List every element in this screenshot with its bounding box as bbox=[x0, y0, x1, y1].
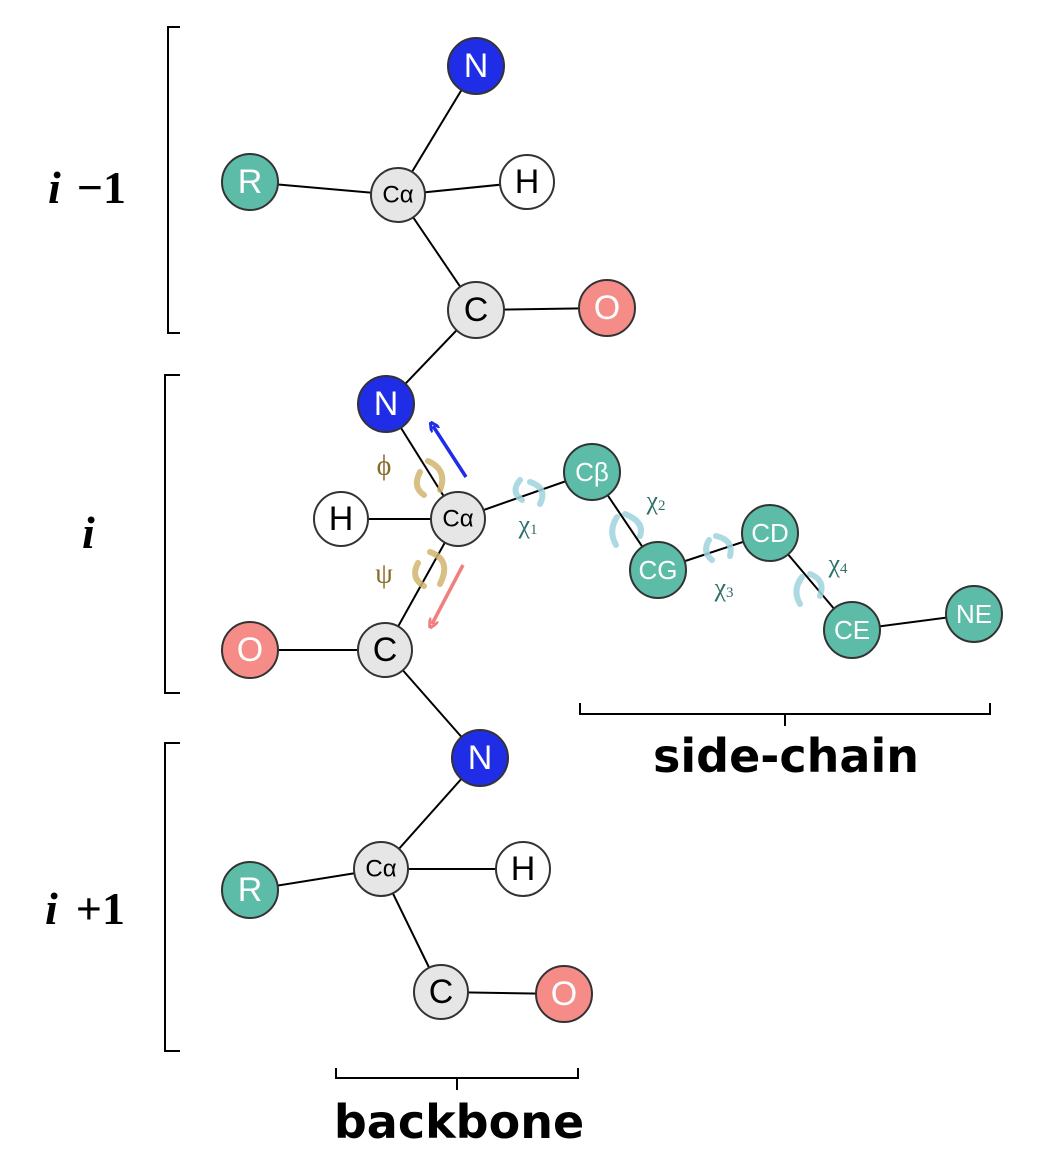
residue-label-next-i: i bbox=[45, 883, 58, 934]
psi-bond-arrow bbox=[432, 564, 465, 624]
atom-prev-R: R bbox=[221, 153, 279, 211]
chi1-rotation-arrow-tail bbox=[527, 479, 546, 507]
chi1-label: χ1 bbox=[517, 510, 537, 539]
residue-label-prev-i: i bbox=[48, 162, 61, 213]
atoms: N R Cα H C O N H bbox=[221, 37, 1003, 1023]
atom-prev-O: O bbox=[578, 279, 636, 337]
atom-next-O-label: O bbox=[551, 975, 577, 1013]
chi1-subscript: 1 bbox=[530, 522, 538, 538]
phi-label: ϕ bbox=[377, 451, 392, 482]
torsion-labels: ϕ ψ χ1 χ2 χ3 χ4 bbox=[375, 451, 848, 602]
chi2-rotation-arrow bbox=[609, 514, 620, 548]
psi-label: ψ bbox=[375, 559, 393, 590]
atom-next-R-label: R bbox=[238, 871, 263, 909]
atom-next-C: C bbox=[413, 964, 469, 1020]
atom-prev-N: N bbox=[447, 37, 505, 95]
sidechain-label: side-chain bbox=[653, 729, 919, 783]
psi-rotation-arrow-tail bbox=[412, 560, 427, 589]
chi2-rotation-arrow-tail bbox=[622, 511, 644, 539]
residue-bracket-curr bbox=[164, 374, 180, 694]
phi-rotation-arrow bbox=[425, 458, 446, 493]
chi3-label: χ3 bbox=[713, 573, 733, 602]
atom-curr-C-label: C bbox=[373, 631, 398, 669]
residue-label-next-offset: +1 bbox=[76, 883, 125, 934]
psi-rotation-arrow bbox=[427, 549, 448, 587]
atom-curr-H-label: H bbox=[329, 500, 354, 538]
residue-bracket-next bbox=[164, 742, 180, 1052]
atom-sc-CG-label: CG bbox=[639, 555, 678, 585]
atom-curr-C: C bbox=[357, 622, 413, 678]
residue-label-prev: i −1 bbox=[48, 162, 126, 213]
residue-label-curr: i bbox=[82, 507, 95, 558]
atom-sc-NE: NE bbox=[945, 585, 1003, 643]
chi3-rotation-arrow bbox=[703, 537, 715, 563]
residue-label-curr-i: i bbox=[82, 507, 95, 558]
phi-bond-arrow bbox=[433, 426, 468, 478]
atom-next-C-label: C bbox=[429, 973, 454, 1011]
residue-labels: i −1 i i +1 bbox=[45, 162, 126, 934]
atom-prev-N-label: N bbox=[464, 47, 489, 85]
atom-sc-CD: CD bbox=[741, 504, 799, 562]
phi-rotation-arrow-tail bbox=[413, 469, 427, 498]
chi4-rotation-arrow-tail bbox=[807, 571, 825, 599]
atom-curr-CA: Cα bbox=[430, 491, 486, 547]
atom-curr-O-label: O bbox=[237, 631, 263, 669]
atom-prev-O-label: O bbox=[594, 289, 620, 327]
chi4-subscript: 4 bbox=[840, 561, 848, 577]
chi1-rotation-arrow bbox=[512, 477, 525, 503]
atom-curr-H: H bbox=[313, 491, 369, 547]
atom-prev-R-label: R bbox=[238, 163, 263, 201]
chi4-label: χ4 bbox=[827, 549, 848, 578]
atom-prev-C-label: C bbox=[464, 291, 489, 329]
atom-curr-N: N bbox=[357, 375, 415, 433]
atom-sc-CE: CE bbox=[823, 601, 881, 659]
chi4-symbol: χ bbox=[827, 549, 840, 578]
atom-curr-O: O bbox=[221, 621, 279, 679]
residue-label-prev-offset: −1 bbox=[77, 162, 126, 213]
atom-sc-CG: CG bbox=[629, 541, 687, 599]
chi3-subscript: 3 bbox=[726, 585, 734, 601]
residue-bracket-prev bbox=[167, 26, 180, 334]
atom-sc-CB: Cβ bbox=[563, 443, 621, 501]
atom-sc-NE-label: NE bbox=[956, 599, 992, 629]
atom-prev-H-label: H bbox=[515, 163, 540, 201]
atom-sc-CD-label: CD bbox=[751, 518, 789, 548]
atom-prev-H: H bbox=[499, 154, 555, 210]
sidechain-brace bbox=[579, 703, 991, 726]
atom-next-CA: Cα bbox=[353, 841, 409, 897]
atom-next-H-label: H bbox=[511, 850, 536, 888]
atom-prev-C: C bbox=[447, 281, 505, 339]
chi2-label: χ2 bbox=[645, 486, 665, 515]
atom-curr-CA-label: Cα bbox=[442, 506, 473, 533]
torsion-arcs bbox=[412, 458, 825, 607]
atom-next-H: H bbox=[495, 841, 551, 897]
chi2-symbol: χ bbox=[645, 486, 658, 515]
atom-prev-CA-label: Cα bbox=[382, 182, 413, 209]
chi3-rotation-arrow-tail bbox=[713, 533, 734, 559]
atom-next-CA-label: Cα bbox=[365, 856, 396, 883]
atom-next-O: O bbox=[535, 965, 593, 1023]
atom-next-N-label: N bbox=[468, 739, 493, 777]
backbone-label: backbone bbox=[334, 1095, 584, 1149]
chi1-symbol: χ bbox=[517, 510, 530, 539]
atom-sc-CE-label: CE bbox=[834, 615, 870, 645]
atom-curr-N-label: N bbox=[374, 385, 399, 423]
atom-prev-CA: Cα bbox=[370, 167, 426, 223]
atom-next-N: N bbox=[451, 729, 509, 787]
chi4-rotation-arrow bbox=[793, 574, 805, 607]
backbone-brace bbox=[335, 1068, 579, 1090]
atom-sc-CB-label: Cβ bbox=[575, 457, 609, 487]
chi3-symbol: χ bbox=[713, 573, 726, 602]
atom-next-R: R bbox=[221, 861, 279, 919]
chi2-subscript: 2 bbox=[658, 498, 666, 514]
residue-label-next: i +1 bbox=[45, 883, 125, 934]
